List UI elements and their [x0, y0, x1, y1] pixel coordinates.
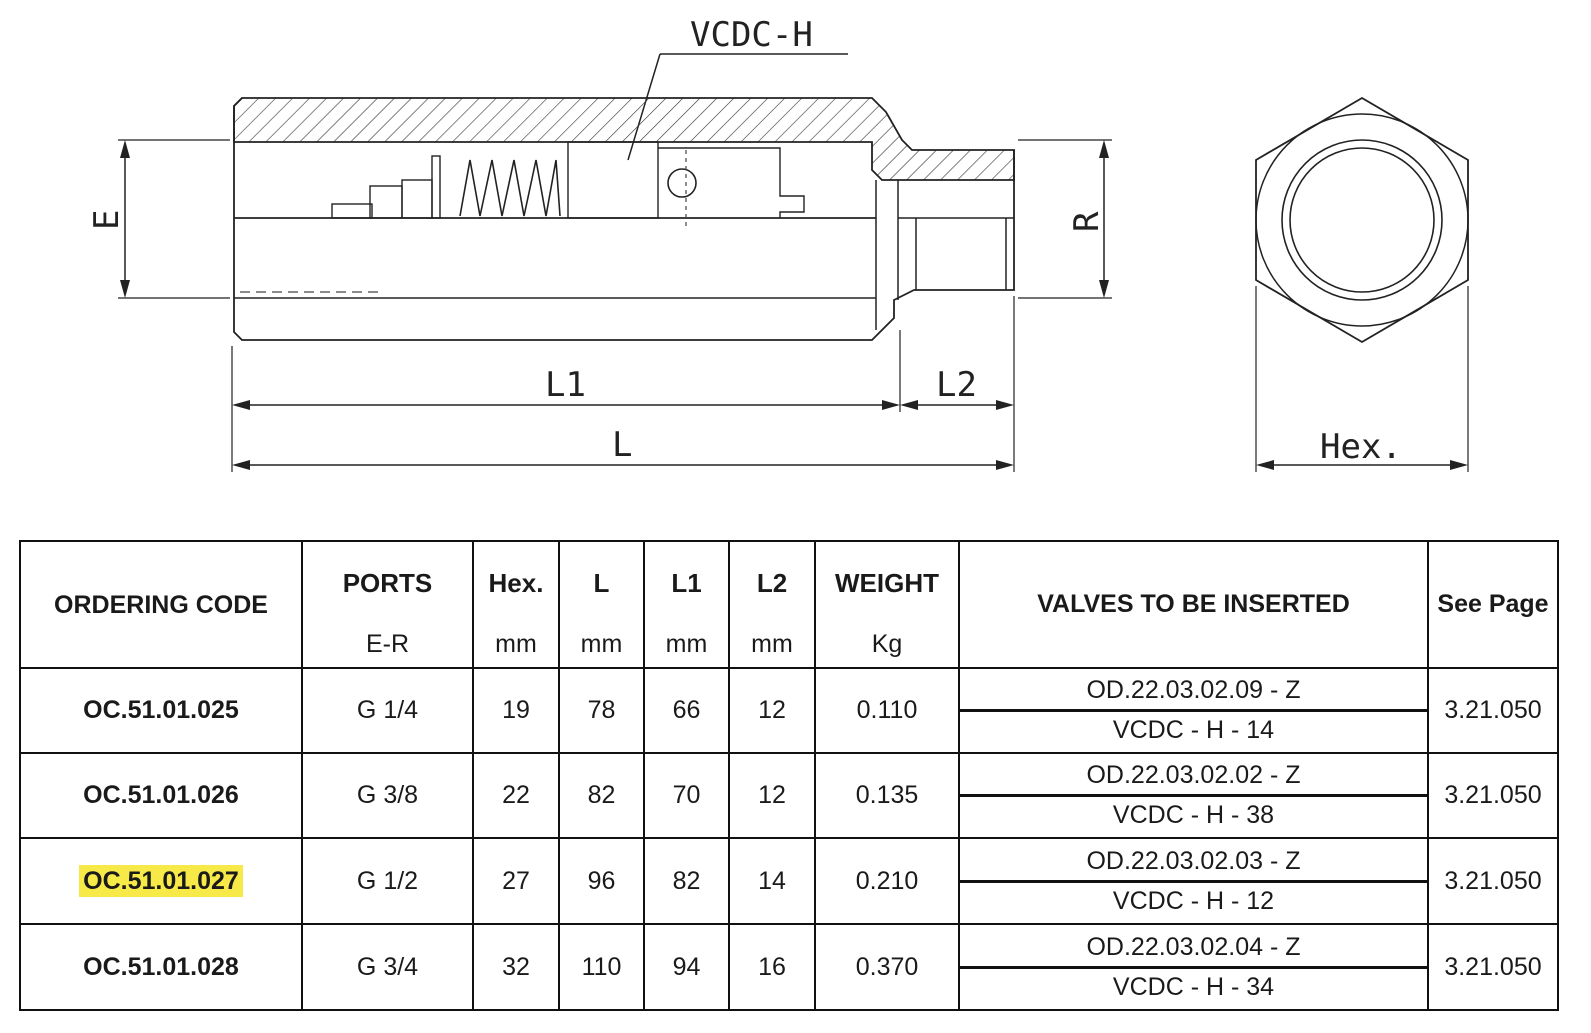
l2-cell: 14 [728, 837, 816, 925]
dimension-lengths: L1 L2 L [231, 296, 1015, 472]
weight-cell: 0.110 [814, 667, 960, 754]
l2-cell: 12 [728, 667, 816, 754]
l-cell: 78 [558, 667, 645, 754]
hex-cell: 27 [472, 837, 560, 925]
see-page-cell: 3.21.050 [1427, 667, 1559, 754]
header-hex: Hex.mm [472, 540, 560, 669]
l-cell: 110 [558, 923, 645, 1011]
l1-label: L1 [545, 365, 586, 405]
ports-cell: G 3/4 [301, 923, 474, 1011]
table-row: OC.51.01.028 G 3/4 32 110 94 16 0.370 OD… [19, 923, 1559, 1011]
e-label: E [87, 210, 127, 230]
dimension-r: R [1018, 139, 1112, 299]
highlighted-code: OC.51.01.027 [79, 864, 243, 897]
l1-cell: 66 [643, 667, 730, 754]
table-row: OC.51.01.025 G 1/4 19 78 66 12 0.110 OD.… [19, 667, 1559, 754]
l-cell: 96 [558, 837, 645, 925]
hex-cell: 32 [472, 923, 560, 1011]
weight-cell: 0.210 [814, 837, 960, 925]
hex-cell: 19 [472, 667, 560, 754]
l1-cell: 70 [643, 752, 730, 839]
r-label: R [1067, 211, 1107, 232]
l-label: L [612, 425, 632, 465]
ordering-code-cell: OC.51.01.028 [19, 923, 303, 1011]
ports-cell: G 3/8 [301, 752, 474, 839]
see-page-cell: 3.21.050 [1427, 837, 1559, 925]
l2-cell: 16 [728, 923, 816, 1011]
see-page-cell: 3.21.050 [1427, 752, 1559, 839]
l2-label: L2 [936, 365, 977, 405]
l1-cell: 94 [643, 923, 730, 1011]
vcdc-label: VCDC-H [690, 15, 813, 55]
hex-cell: 22 [472, 752, 560, 839]
hex-end-view: Hex. [1255, 96, 1469, 472]
ports-cell: G 1/4 [301, 667, 474, 754]
l-cell: 82 [558, 752, 645, 839]
dimension-e: E [87, 139, 230, 299]
table-row-highlighted: OC.51.01.027 G 1/2 27 96 82 14 0.210 OD.… [19, 837, 1559, 925]
table-row: OC.51.01.026 G 3/8 22 82 70 12 0.135 OD.… [19, 752, 1559, 839]
ports-cell: G 1/2 [301, 837, 474, 925]
weight-cell: 0.135 [814, 752, 960, 839]
hex-label: Hex. [1320, 427, 1402, 467]
header-valves: VALVES TO BE INSERTED [958, 540, 1429, 669]
valve-body-section [233, 97, 1015, 341]
header-ordering-code: ORDERING CODE [19, 540, 303, 669]
l1-cell: 82 [643, 837, 730, 925]
l2-cell: 12 [728, 752, 816, 839]
ordering-code-cell: OC.51.01.026 [19, 752, 303, 839]
header-see-page: See Page [1427, 540, 1559, 669]
ordering-code-cell: OC.51.01.025 [19, 667, 303, 754]
ordering-code-cell: OC.51.01.027 [19, 837, 303, 925]
weight-cell: 0.370 [814, 923, 960, 1011]
see-page-cell: 3.21.050 [1427, 923, 1559, 1011]
technical-drawing: VCDC-H E [87, 15, 1469, 472]
